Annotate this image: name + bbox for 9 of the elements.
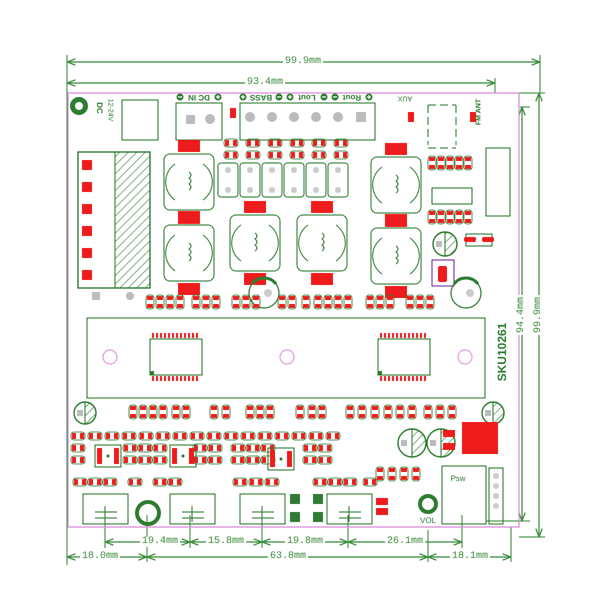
- silkscreen-label: BASS: [250, 93, 272, 101]
- model-number-label: SKU10261: [496, 322, 508, 382]
- silkscreen-label: Rout: [342, 93, 362, 101]
- silkscreen-label: Lout: [298, 93, 316, 101]
- dimension-label: 19.4mm: [140, 537, 180, 547]
- silkscreen-label: DC IN: [188, 93, 210, 101]
- silkscreen-label: Psw: [450, 475, 466, 483]
- silkscreen-label: VOL: [420, 517, 436, 525]
- silkscreen-label: DC: [95, 102, 103, 114]
